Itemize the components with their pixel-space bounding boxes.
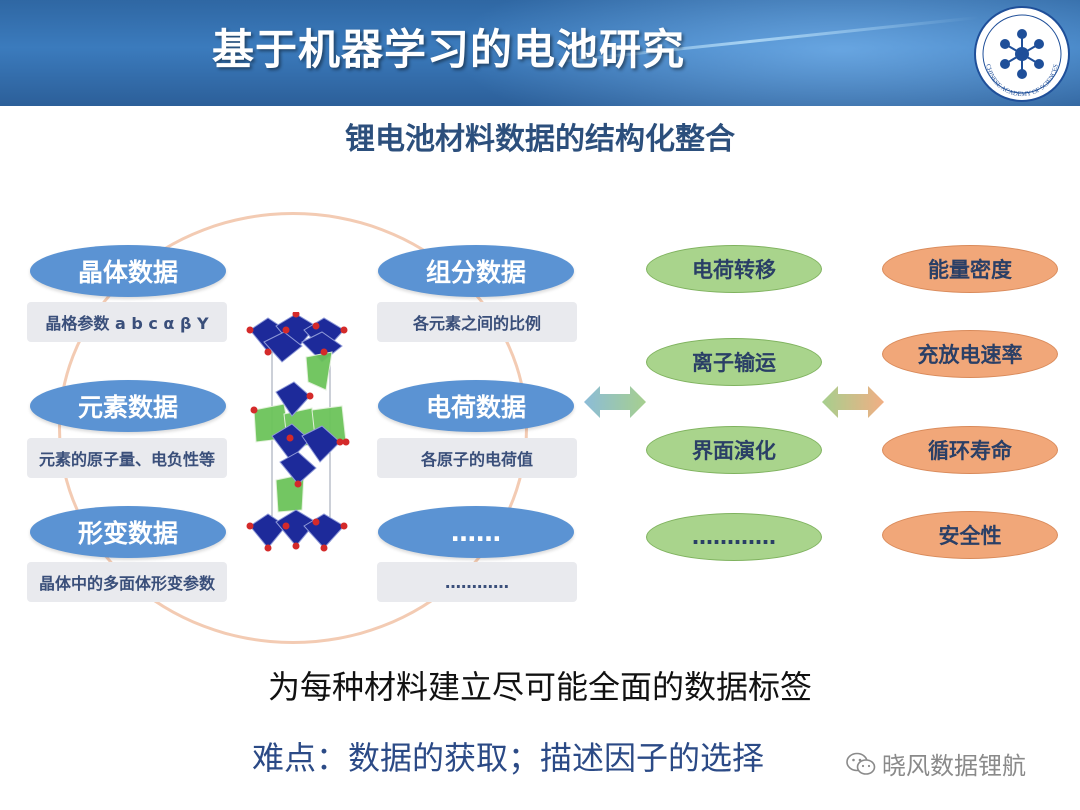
watermark-text: 晓风数据锂航 <box>882 752 1026 780</box>
category-deformation: 形变数据 <box>30 506 226 558</box>
performance-rate: 充放电速率 <box>882 330 1058 378</box>
category-composition: 组分数据 <box>378 245 574 297</box>
mechanism-charge-transfer: 电荷转移 <box>646 245 822 293</box>
chinese-academy-of-sciences-logo: CHINESE ACADEMY OF SCIENCES <box>974 6 1070 102</box>
mechanism-interface-evolution: 界面演化 <box>646 426 822 474</box>
footer-statement: 为每种材料建立尽可能全面的数据标签 <box>267 668 812 706</box>
page-title: 基于机器学习的电池研究 <box>212 25 686 74</box>
performance-safety: 安全性 <box>882 511 1058 559</box>
performance-cycle-life: 循环寿命 <box>882 426 1058 474</box>
header-banner <box>0 0 1080 106</box>
mechanism-ion-transport: 离子输运 <box>646 338 822 386</box>
watermark: 晓风数据锂航 <box>846 746 1026 781</box>
wechat-icon <box>846 752 876 775</box>
category-composition-desc: 各元素之间的比例 <box>377 302 577 342</box>
double-arrow-icon <box>584 386 646 418</box>
category-deformation-desc: 晶体中的多面体形变参数 <box>27 562 227 602</box>
category-element-desc: 元素的原子量、电负性等 <box>27 438 227 478</box>
category-crystal-desc: 晶格参数 a b c α β Y <box>27 302 227 342</box>
category-element: 元素数据 <box>30 380 226 432</box>
double-arrow-icon <box>822 386 884 418</box>
performance-energy-density: 能量密度 <box>882 245 1058 293</box>
category-charge: 电荷数据 <box>378 380 574 432</box>
footer-difficulty: 难点：数据的获取；描述因子的选择 <box>252 739 765 777</box>
category-more-desc: ………… <box>377 562 577 602</box>
category-more: …… <box>378 506 574 558</box>
mechanism-more: ………… <box>646 513 822 561</box>
category-crystal: 晶体数据 <box>30 245 226 297</box>
section-subtitle: 锂电池材料数据的结构化整合 <box>345 122 735 157</box>
crystal-structure-image <box>246 312 350 552</box>
category-charge-desc: 各原子的电荷值 <box>377 438 577 478</box>
